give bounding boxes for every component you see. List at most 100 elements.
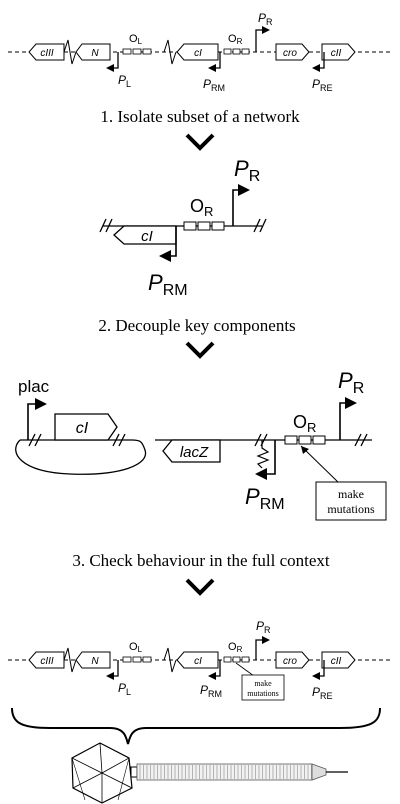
operator-box (197, 221, 211, 231)
phage-illustration (71, 742, 348, 804)
promoter-pr-label: PR (234, 156, 260, 185)
gene-ciii (28, 43, 65, 61)
step-2-label: 2. Decouple key components (98, 316, 295, 335)
gene-n (75, 651, 111, 669)
operator-ol-label: OL (129, 33, 143, 46)
step-1-label: 1. Isolate subset of a network (100, 107, 300, 126)
plasmid-construct: cI plac (15, 377, 147, 475)
operator-box (232, 48, 241, 55)
gene-ciii-label: cIII (40, 656, 54, 667)
operator-box (132, 656, 142, 663)
mutations-pointer-head (301, 446, 309, 454)
promoter-pr-arrow (232, 184, 250, 226)
operator-box (142, 48, 152, 55)
promoter-pre-arrow (312, 660, 325, 680)
promoter-prm-arrow (159, 226, 177, 262)
strand-cut (118, 433, 126, 447)
gene-cii-label: cII (331, 48, 342, 59)
operator-box (298, 435, 312, 445)
gene-n-label: N (91, 48, 99, 59)
strand-break (63, 39, 77, 65)
strand-cut (354, 433, 362, 447)
promoter-prm-label: PRM (203, 77, 225, 93)
operator-box (142, 656, 152, 663)
gene-ci (176, 651, 219, 669)
operator-box (223, 48, 232, 55)
gene-cro-label: cro (283, 48, 297, 59)
gene-ci-label: cI (194, 48, 202, 59)
mutations-callout-box (315, 481, 387, 521)
promoter-pre-label: PRE (312, 77, 333, 93)
gene-ci-label: cI (76, 420, 89, 437)
gene-lacz (162, 439, 221, 463)
gene-cro-label: cro (283, 656, 297, 667)
phage-collar (130, 766, 138, 778)
operator-box (241, 656, 250, 663)
promoter-pre-label: PRE (312, 685, 333, 701)
promoter-pr-arrow (255, 26, 270, 52)
promoter-plac-label: plac (18, 377, 50, 396)
promoter-pr-label: PR (338, 368, 364, 397)
mutations-callout-line1: make (254, 679, 272, 688)
gene-ciii (28, 651, 65, 669)
promoter-prm-arrow (255, 440, 276, 480)
promoter-prm-label: PRM (200, 683, 222, 699)
gene-ci (113, 225, 177, 245)
gene-n-label: N (91, 656, 99, 667)
strand-cut (360, 433, 368, 447)
gene-ci-label: cI (194, 656, 202, 667)
phage-tail (136, 763, 313, 781)
promoter-pr-arrow (339, 397, 357, 440)
promoter-pl-label: PL (118, 681, 131, 697)
gene-cii (321, 43, 356, 61)
isolated-subset: cI PRM OR PR (99, 156, 267, 299)
operator-box (241, 48, 250, 55)
promoter-prm-arrow (208, 52, 221, 72)
operator-ol-label: OL (129, 641, 143, 654)
promoter-prm-label: PRM (245, 484, 285, 513)
operator-box (284, 435, 298, 445)
mutation-squiggle (256, 440, 270, 469)
gene-cro (275, 651, 310, 669)
promoter-pl-arrow (106, 52, 119, 72)
promoter-prm-label: PRM (148, 270, 188, 299)
phage-tail-tip (311, 763, 327, 781)
strand-break (163, 39, 177, 65)
operator-box (122, 656, 132, 663)
promoter-pr-arrow (255, 636, 270, 660)
operator-or-label: OR (228, 33, 243, 46)
strand-cut (28, 433, 36, 447)
promoter-pre-arrow (312, 52, 325, 72)
strand-cut (112, 433, 120, 447)
gene-cii-label: cII (331, 656, 342, 667)
operator-or-label: OR (228, 641, 243, 654)
strand-break (163, 647, 177, 673)
mutations-callout-line2: mutations (327, 502, 375, 516)
gene-ci (54, 413, 118, 441)
down-arrow-1 (185, 133, 215, 151)
promoter-pr-label: PR (256, 619, 271, 635)
operator-box (232, 656, 241, 663)
promoter-prm-arrow (208, 660, 221, 680)
strand-cut (254, 433, 262, 447)
gene-lacz-label: lacZ (180, 444, 209, 461)
gene-ciii-label: cIII (40, 48, 54, 59)
strand-cut (253, 218, 261, 233)
mutations-callout-line1: make (338, 487, 364, 501)
mutations-callout-box (241, 674, 285, 701)
gene-ci (176, 43, 219, 61)
gene-cii (321, 651, 356, 669)
gene-n (75, 43, 111, 61)
mutations-callout-line2: mutations (247, 689, 279, 698)
gene-ci-label: cI (141, 228, 153, 245)
top-network: cIII N PL OL cI PRM OR PR cro cII (8, 11, 390, 93)
step-3-label: 3. Check behaviour in the full context (72, 551, 330, 570)
strand-cut (34, 433, 42, 447)
promoter-pr-label: PR (258, 11, 273, 27)
down-arrow-2 (185, 341, 215, 359)
strand-cut (105, 218, 113, 233)
operator-box (183, 221, 197, 231)
operator-box (223, 656, 232, 663)
context-network: cIII N PL OL cI PRM OR PR cro cII PRE ma… (8, 619, 390, 701)
strand-break (63, 647, 77, 673)
